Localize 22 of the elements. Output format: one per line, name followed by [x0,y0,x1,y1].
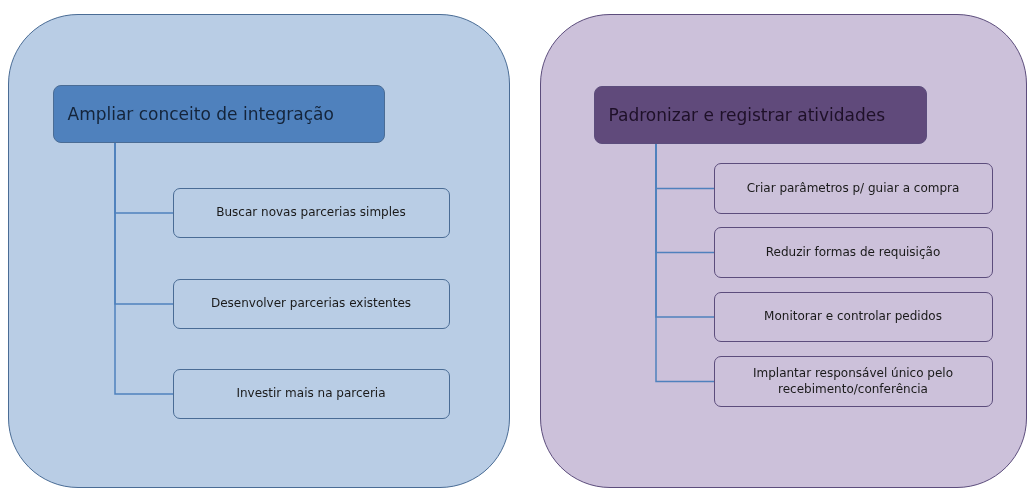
item-box [713,291,993,342]
heading-box [52,84,385,143]
connector-line [114,142,174,395]
item-text: Buscar novas parcerias simples [216,204,406,221]
item-box [172,278,450,329]
item-box [713,226,993,278]
panel-background [540,14,1027,488]
item-text: Investir mais na parceria [236,385,386,402]
item-text: Desenvolver parcerias existentes [210,295,412,312]
item-box [713,162,993,214]
item-box [713,355,993,407]
item-text: Criar parâmetros p/ guiar a compra [746,179,960,197]
item-text: Reduzir formas de requisição [765,243,941,261]
item-text: Implantar responsável único pelo recebimento/conferência [752,364,954,398]
item-box [172,368,450,419]
heading-box [593,85,927,144]
heading-text: Padronizar e registrar atividades [608,104,886,125]
panel-background [8,14,510,488]
item-box [172,187,450,238]
heading-text: Ampliar conceito de integração [67,103,334,124]
connector-line [655,143,715,383]
item-text: Monitorar e controlar pedidos [764,308,942,325]
